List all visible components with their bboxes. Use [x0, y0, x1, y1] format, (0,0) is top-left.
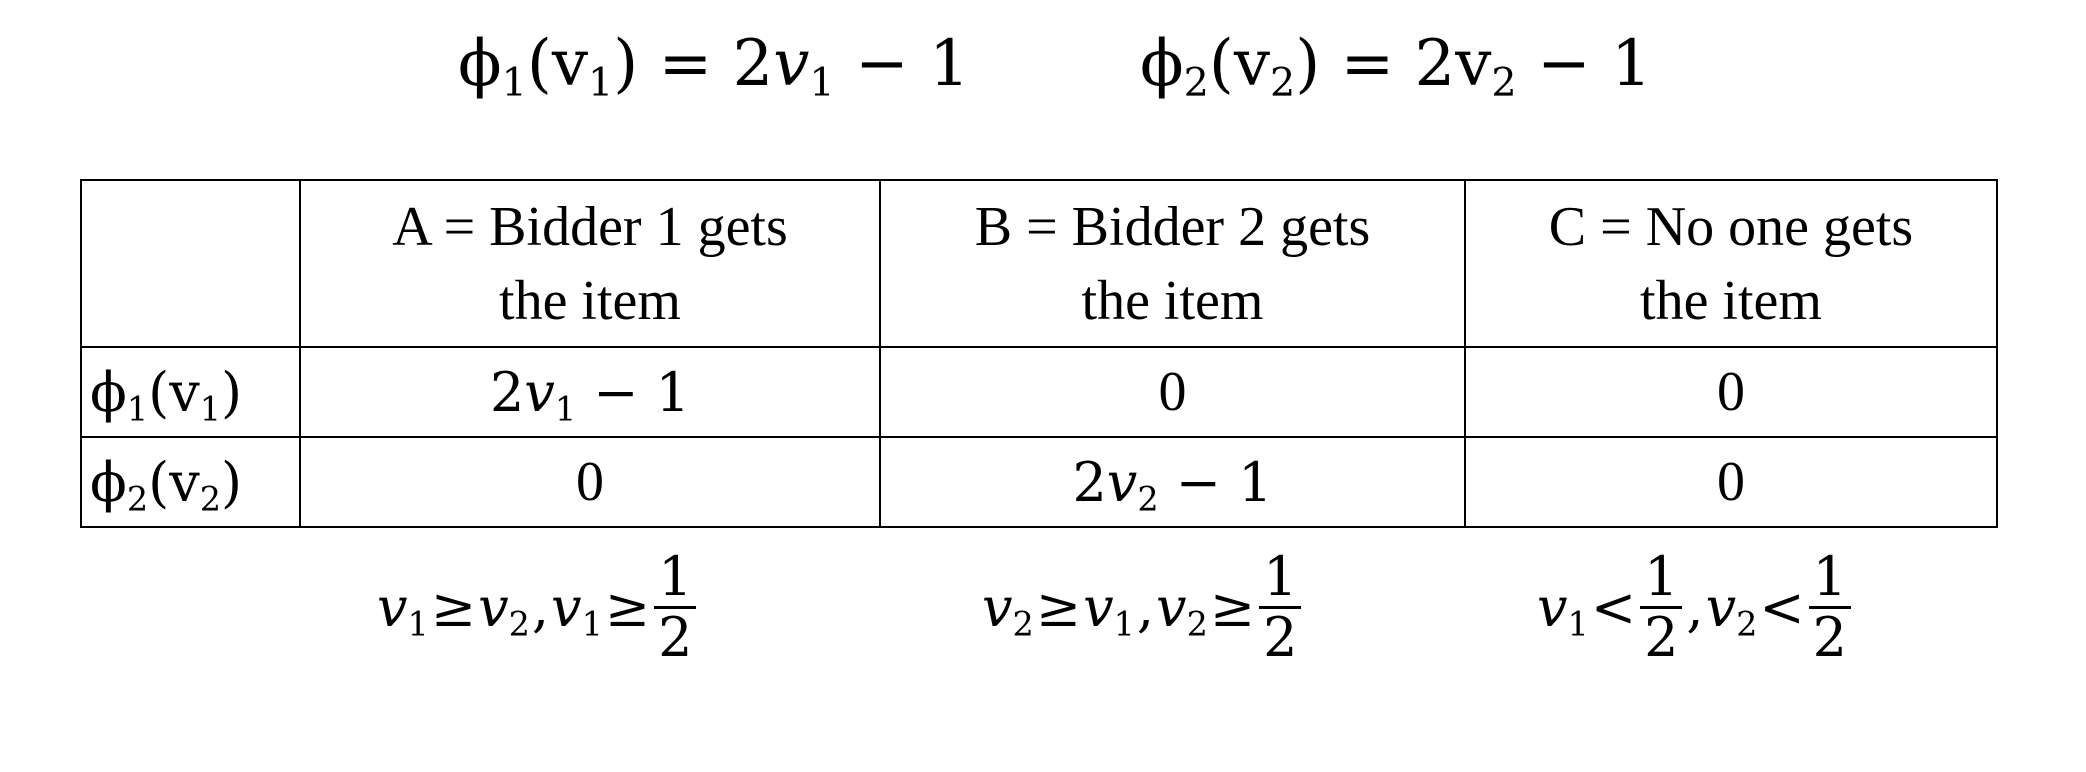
numerator: 1 [654, 548, 697, 609]
variable: v [524, 360, 555, 424]
variable: v [1156, 576, 1187, 639]
subscript: 1 [1113, 604, 1135, 644]
denominator: 2 [1263, 606, 1298, 669]
table-row-phi1: ϕ1(v1) 2v1 − 1 0 0 [80, 346, 1998, 438]
subscript: 1 [809, 60, 835, 107]
row-label-phi2: ϕ2(v2) [80, 436, 301, 528]
constant-term: − 1 [1516, 27, 1652, 101]
cell-phi2-b: 2v2 − 1 [879, 436, 1466, 528]
column-header-b: B = Bidder 2 gets the item [879, 179, 1466, 348]
virtual-value-table: A = Bidder 1 gets the item B = Bidder 2 … [80, 179, 1998, 528]
numerator: 1 [1808, 548, 1852, 609]
denominator: 2 [658, 606, 693, 669]
column-header-c: C = No one gets the item [1464, 179, 1998, 348]
operator: ≥ [1035, 576, 1082, 639]
variable: v [1106, 450, 1138, 514]
subscript: 2 [1270, 60, 1296, 107]
subscript: 2 [1137, 478, 1159, 518]
subscript: 1 [588, 60, 614, 107]
table-header-row: A = Bidder 1 gets the item B = Bidder 2 … [80, 179, 1998, 348]
variable: v [1083, 576, 1114, 639]
cell-phi2-a: 0 [299, 436, 881, 528]
coefficient: 2 [732, 27, 774, 101]
numerator: 1 [1259, 548, 1302, 609]
constant-term: − 1 [834, 27, 970, 101]
subscript: 1 [554, 388, 577, 428]
empty-corner-cell [80, 179, 301, 348]
row-label-phi1: ϕ1(v1) [80, 346, 301, 438]
numerator: 1 [1640, 548, 1683, 609]
cell-phi1-c: 0 [1464, 346, 1998, 438]
variable: v [982, 576, 1013, 639]
variable: v [169, 360, 200, 424]
separator: , [531, 576, 550, 639]
operator: < [1759, 576, 1805, 639]
variable: v [1537, 576, 1568, 639]
subscript: 1 [581, 604, 603, 644]
header-line: the item [1640, 269, 1822, 332]
subscript: 2 [1183, 60, 1209, 107]
variable: v [773, 27, 810, 101]
header-line: B = Bidder 2 gets [974, 195, 1371, 258]
coefficient: 2 [489, 360, 525, 424]
variable: v [169, 450, 200, 514]
denominator: 2 [1644, 606, 1679, 669]
variable: v [1705, 576, 1737, 639]
coefficient: 2v [1414, 27, 1492, 101]
operator: ≥ [1209, 576, 1256, 639]
subscript: 2 [126, 478, 149, 518]
subscript: 2 [199, 478, 221, 518]
header-line: the item [1081, 269, 1264, 332]
formula-phi2: ϕ2(v2) = 2v2 − 1 [1140, 27, 1652, 107]
subscript: 1 [199, 388, 221, 428]
subscript: 2 [1012, 604, 1034, 644]
constant-term: − 1 [576, 360, 691, 424]
variable: v [551, 576, 582, 639]
subscript: 2 [508, 604, 530, 644]
table-row-phi2: ϕ2(v2) 0 2v2 − 1 0 [80, 436, 1998, 528]
subscript: 2 [1736, 604, 1758, 644]
phi-symbol: ϕ [90, 360, 127, 424]
subscript: 1 [1567, 604, 1589, 644]
phi-symbol: ϕ [90, 450, 127, 514]
operator: < [1590, 576, 1637, 639]
cell-phi1-a: 2v1 − 1 [299, 346, 881, 438]
phi-symbol: ϕ [458, 27, 502, 101]
denominator: 2 [1812, 606, 1848, 669]
subscript: 1 [126, 388, 149, 428]
subscript: 1 [501, 60, 527, 107]
variable: v [551, 27, 588, 101]
header-line: C = No one gets [1548, 195, 1914, 258]
header-line: A = Bidder 1 gets [392, 195, 788, 258]
variable: v [1233, 27, 1270, 101]
separator: , [1686, 576, 1704, 639]
variable: v [478, 576, 509, 639]
header-line: the item [499, 269, 681, 332]
operator: ≥ [430, 576, 477, 639]
subscript: 1 [407, 604, 429, 644]
formula-phi1: ϕ1(v1) = 2v1 − 1 [458, 27, 970, 107]
coefficient: 2 [1072, 450, 1107, 514]
separator: , [1136, 576, 1155, 639]
phi-symbol: ϕ [1140, 27, 1184, 101]
subscript: 2 [1186, 604, 1208, 644]
cell-phi1-b: 0 [879, 346, 1466, 438]
operator: ≥ [604, 576, 651, 639]
constant-term: − 1 [1158, 450, 1273, 514]
variable: v [377, 576, 408, 639]
column-header-a: A = Bidder 1 gets the item [299, 179, 881, 348]
cell-phi2-c: 0 [1464, 436, 1998, 528]
subscript: 2 [1491, 60, 1517, 107]
